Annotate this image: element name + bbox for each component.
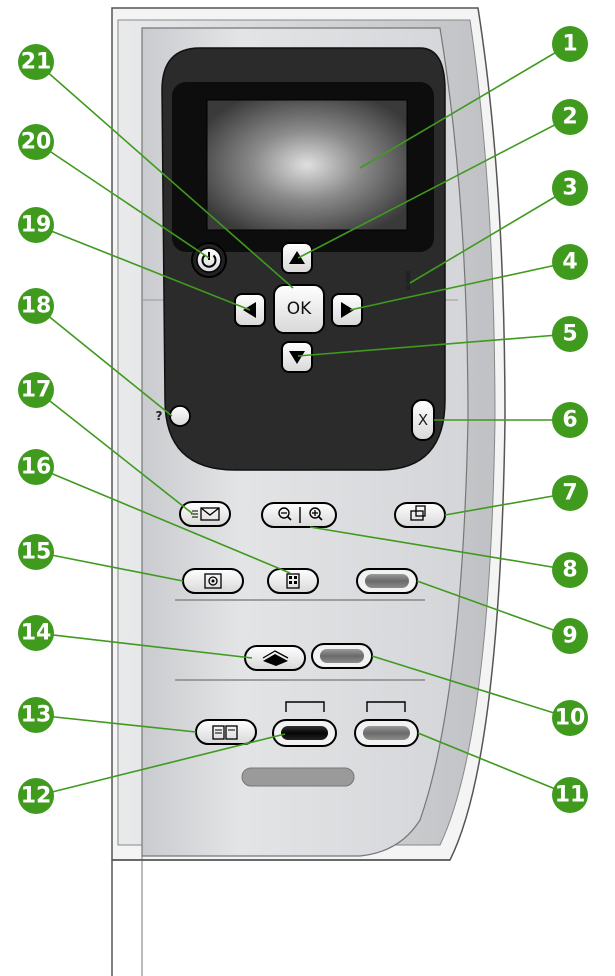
svg-text:21: 21: [21, 50, 52, 75]
svg-text:15: 15: [21, 540, 52, 565]
attention-light: !: [402, 267, 414, 297]
callout-3: 3: [552, 170, 588, 206]
ok-label: OK: [287, 299, 312, 319]
leader-5: [297, 333, 571, 357]
callout-16: 16: [18, 449, 54, 485]
leader-17: [35, 389, 194, 515]
navigation-pad: OK: [234, 242, 363, 373]
svg-text:1: 1: [562, 32, 577, 57]
leader-13: [35, 714, 197, 733]
svg-text:17: 17: [21, 378, 52, 403]
color-graphics-display: [206, 99, 408, 231]
callout-8: 8: [552, 552, 588, 588]
callout-19: 19: [18, 207, 54, 243]
panel-grip: [241, 767, 355, 787]
leader-14: [35, 632, 253, 659]
svg-text:12: 12: [21, 784, 52, 809]
callout-10: 10: [552, 700, 588, 736]
svg-text:10: 10: [555, 706, 586, 731]
callout-4: 4: [552, 244, 588, 280]
leader-15: [35, 551, 184, 582]
svg-text:6: 6: [562, 408, 577, 433]
leader-3: [409, 187, 571, 284]
svg-text:19: 19: [21, 213, 52, 238]
zoom-out-icon: [278, 507, 292, 521]
callout-1: 1: [552, 26, 588, 62]
svg-text:3: 3: [562, 176, 577, 201]
callout-20: 20: [18, 124, 54, 160]
power-icon: [201, 252, 217, 268]
zoom-button[interactable]: [261, 502, 337, 528]
leader-2: [297, 116, 571, 259]
proof-sheet-icon: [286, 573, 300, 589]
black-copy-bracket: [285, 701, 325, 712]
svg-text:7: 7: [562, 481, 577, 506]
scan-icon: [262, 650, 289, 666]
callout-5: 5: [552, 316, 588, 352]
cancel-icon: X: [418, 411, 428, 429]
proof-sheet-button[interactable]: [267, 568, 319, 594]
svg-text:4: 4: [562, 250, 577, 275]
leader-1: [359, 43, 571, 169]
callout-7: 7: [552, 475, 588, 511]
callout-14: 14: [18, 615, 54, 651]
callout-17: 17: [18, 372, 54, 408]
callout-21: 21: [18, 44, 54, 80]
photo-email-button[interactable]: [179, 501, 231, 527]
svg-text:14: 14: [21, 621, 52, 646]
camera-icon: [204, 573, 222, 589]
svg-text:9: 9: [562, 624, 577, 649]
svg-text:18: 18: [21, 294, 52, 319]
right-arrow-icon: [341, 302, 354, 318]
help-label: ?: [156, 409, 163, 423]
ok-button[interactable]: [273, 284, 325, 334]
leader-20: [35, 141, 210, 259]
color-copy-bracket: [366, 701, 406, 712]
callout-15: 15: [18, 534, 54, 570]
leader-4: [349, 261, 571, 311]
callout-6: 6: [552, 402, 588, 438]
zoom-in-icon: [309, 507, 323, 521]
callout-2: 2: [552, 99, 588, 135]
svg-text:8: 8: [562, 558, 577, 583]
svg-text:20: 20: [21, 130, 52, 155]
leader-19: [35, 224, 251, 311]
callout-18: 18: [18, 288, 54, 324]
svg-text:13: 13: [21, 703, 52, 728]
leader-11: [417, 732, 571, 796]
leader-8: [309, 526, 571, 571]
callout-12: 12: [18, 778, 54, 814]
leader-16: [35, 466, 291, 574]
leader-9: [416, 580, 571, 637]
callout-9: 9: [552, 618, 588, 654]
svg-text:11: 11: [555, 783, 586, 808]
leader-lines: [35, 43, 571, 797]
svg-text:5: 5: [562, 322, 577, 347]
callout-11: 11: [552, 777, 588, 813]
copy-icon: [212, 725, 238, 740]
leader-18: [35, 305, 173, 417]
leader-7: [444, 492, 571, 516]
leader-10: [371, 655, 571, 719]
svg-text:16: 16: [21, 455, 52, 480]
svg-text:2: 2: [562, 105, 577, 130]
down-arrow-icon: [289, 351, 305, 364]
help-button[interactable]: [169, 405, 191, 427]
rotate-icon: [410, 505, 426, 521]
callout-13: 13: [18, 697, 54, 733]
leader-21: [35, 61, 294, 289]
up-arrow-icon: [289, 251, 305, 264]
callout-badges: 1 2 3 4 5 6 7 8 9 10 11 12 13 14 15 16 1…: [18, 26, 588, 814]
leader-12: [35, 733, 286, 797]
